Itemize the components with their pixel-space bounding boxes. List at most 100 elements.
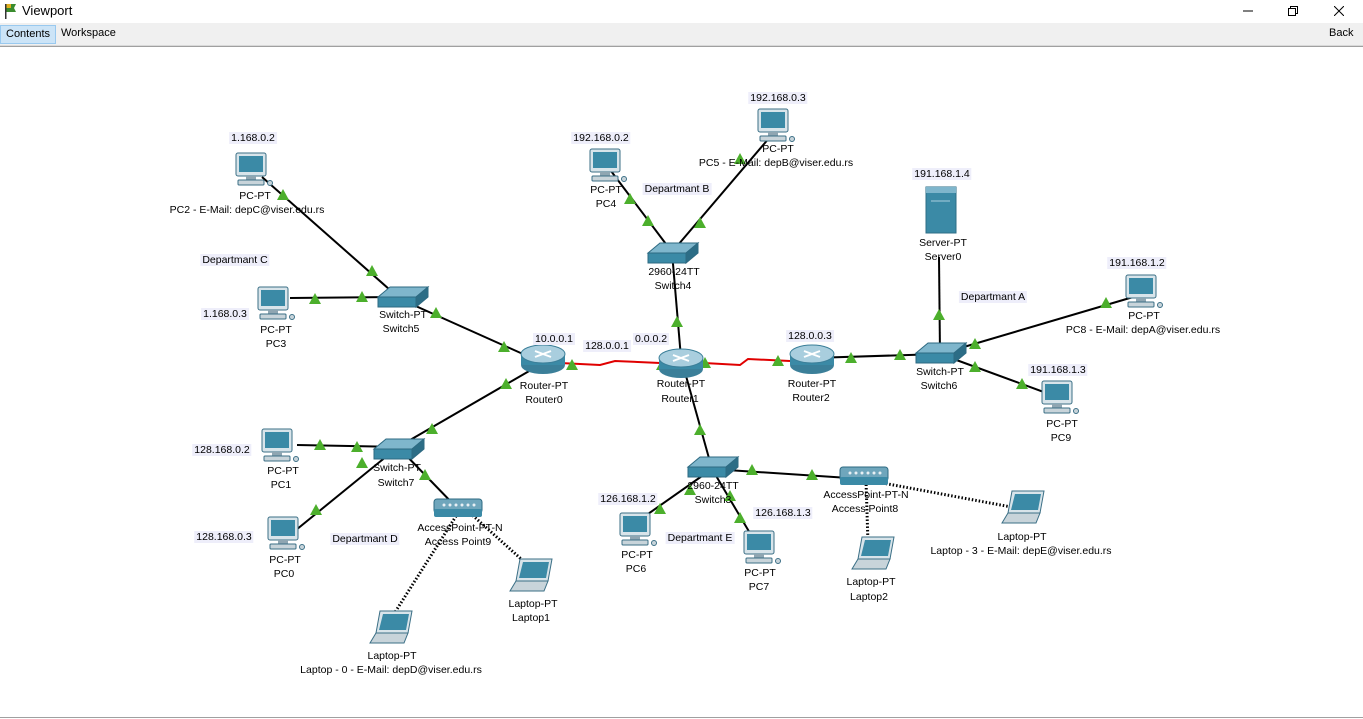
laptop3-type: Laptop-PT: [997, 531, 1047, 543]
tab-contents[interactable]: Contents: [0, 25, 57, 44]
switch7-name: Switch7: [377, 477, 415, 489]
pc3-type: PC-PT: [260, 324, 292, 336]
router2-type: Router-PT: [787, 378, 837, 390]
switch3-type: 2960-24TT: [687, 480, 739, 492]
router1-icon: [658, 348, 704, 379]
laptop2-type: Laptop-PT: [846, 576, 896, 588]
back-button[interactable]: Back: [1329, 27, 1354, 39]
pc3-ip: 1.168.0.3: [201, 308, 249, 320]
close-icon: [1334, 6, 1344, 16]
pc8-icon: [1125, 274, 1163, 308]
switch4-type: 2960-24TT: [648, 266, 700, 278]
pc8-ip: 191.168.1.2: [1107, 257, 1167, 269]
server0-ip: 191.168.1.4: [912, 168, 972, 180]
router2-icon: [789, 344, 835, 375]
switch5-name: Switch5: [382, 323, 420, 335]
laptop3-icon: [1001, 490, 1045, 524]
switch4-icon: [647, 242, 699, 264]
pc6-icon: [619, 512, 657, 546]
server0-type: Server-PT: [919, 237, 967, 249]
server0-name: Server0: [924, 251, 962, 263]
router1-type: Router-PT: [656, 378, 706, 390]
pc2-name: PC2 - E-Mail: depC@viser.edu.rs: [169, 204, 325, 216]
department-a-label: Departmant A: [958, 291, 1028, 303]
workspace-canvas[interactable]: Departmant C Departmant B Departmant A D…: [0, 46, 1363, 718]
minimize-icon: [1243, 10, 1253, 12]
pc5-icon: [757, 108, 795, 142]
pc5-type: PC-PT: [762, 143, 794, 155]
department-b-label: Departmant B: [642, 183, 712, 195]
pc9-name: PC9: [1050, 432, 1072, 444]
switch5-icon: [377, 286, 429, 308]
router1-name: Router1: [661, 393, 699, 405]
switch6-name: Switch6: [920, 380, 958, 392]
laptop2-name: Laptop2: [850, 591, 888, 603]
pc5-name: PC5 - E-Mail: depB@viser.edu.rs: [698, 157, 854, 169]
router2-name: Router2: [792, 392, 830, 404]
router1-left-ip: 128.0.0.1: [583, 340, 631, 352]
switch3-icon: [687, 456, 739, 478]
ap8-type: AccessPoint-PT-N: [823, 489, 909, 501]
pc9-ip: 191.168.1.3: [1028, 364, 1088, 376]
router0-ip: 10.0.0.1: [533, 333, 575, 345]
pc9-icon: [1041, 380, 1079, 414]
pc0-ip: 128.168.0.3: [194, 531, 254, 543]
laptop0-icon: [369, 610, 413, 644]
packet-tracer-flag-icon: [5, 4, 16, 19]
pc9-type: PC-PT: [1046, 418, 1078, 430]
minimize-button[interactable]: [1225, 0, 1271, 22]
laptop0-type: Laptop-PT: [367, 650, 417, 662]
title-bar: Viewport: [0, 0, 1363, 22]
pc4-ip: 192.168.0.2: [571, 132, 631, 144]
pc4-type: PC-PT: [590, 184, 622, 196]
pc8-type: PC-PT: [1128, 310, 1160, 322]
tab-workspace[interactable]: Workspace: [61, 27, 116, 39]
pc2-type: PC-PT: [239, 190, 271, 202]
pc4-name: PC4: [595, 198, 617, 210]
router1-ip: 0.0.0.2: [632, 333, 670, 345]
pc8-name: PC8 - E-Mail: depA@viser.edu.rs: [1065, 324, 1221, 336]
switch6-type: Switch-PT: [916, 366, 964, 378]
pc6-type: PC-PT: [621, 549, 653, 561]
ap9-type: AccessPoint-PT-N: [417, 522, 503, 534]
pc7-icon: [743, 530, 781, 564]
router0-name: Router0: [525, 394, 563, 406]
pc1-type: PC-PT: [267, 465, 299, 477]
restore-button[interactable]: [1270, 0, 1316, 22]
pc0-type: PC-PT: [269, 554, 301, 566]
pc7-name: PC7: [748, 581, 770, 593]
pc5-ip: 192.168.0.3: [748, 92, 808, 104]
pc0-name: PC0: [273, 568, 295, 580]
pc7-type: PC-PT: [744, 567, 776, 579]
pc1-name: PC1: [270, 479, 292, 491]
ap9-icon: [433, 498, 483, 518]
switch4-name: Switch4: [654, 280, 692, 292]
router2-ip: 128.0.0.3: [786, 330, 834, 342]
pc3-name: PC3: [265, 338, 287, 350]
laptop2-icon: [851, 536, 895, 570]
ap9-name: Access Point9: [424, 536, 492, 548]
pc3-icon: [257, 286, 295, 320]
switch7-icon: [373, 438, 425, 460]
department-e-label: Departmant E: [665, 532, 735, 544]
laptop3-name: Laptop - 3 - E-Mail: depE@viser.edu.rs: [930, 545, 1112, 557]
laptop1-name: Laptop1: [512, 612, 550, 624]
close-button[interactable]: [1316, 0, 1362, 22]
laptop0-name: Laptop - 0 - E-Mail: depD@viser.edu.rs: [300, 664, 482, 676]
pc2-ip: 1.168.0.2: [229, 132, 277, 144]
toolbar: Contents Workspace Back: [0, 23, 1363, 46]
laptop1-type: Laptop-PT: [508, 598, 558, 610]
pc6-ip: 126.168.1.2: [598, 493, 658, 505]
router0-type: Router-PT: [519, 380, 569, 392]
pc7-ip: 126.168.1.3: [753, 507, 813, 519]
switch7-type: Switch-PT: [373, 462, 421, 474]
window-title: Viewport: [22, 3, 73, 18]
department-d-label: Departmant D: [330, 533, 400, 545]
ap8-icon: [839, 466, 889, 486]
server0-icon: [925, 186, 957, 234]
switch3-name: Switch3: [694, 494, 732, 506]
pc6-name: PC6: [625, 563, 647, 575]
switch5-type: Switch-PT: [379, 309, 427, 321]
pc4-icon: [589, 148, 627, 182]
router0-icon: [520, 344, 566, 375]
